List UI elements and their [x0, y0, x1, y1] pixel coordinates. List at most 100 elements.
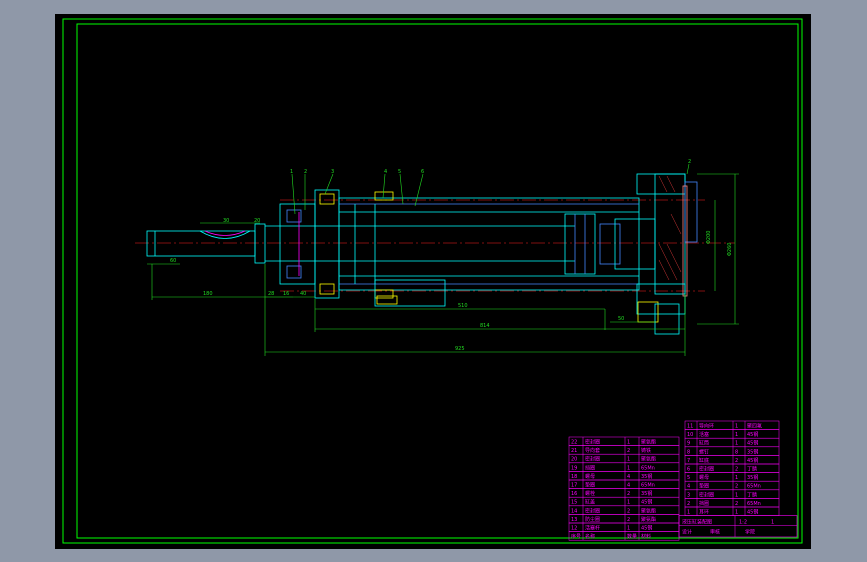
- table-cell: 19: [571, 465, 577, 471]
- dim-outer: Φ260: [727, 243, 733, 256]
- cad-drawing: 1 2 3 4 5 6 2 180 60 28 16 40 510 814: [62, 18, 803, 544]
- table-cell: 材料: [641, 533, 651, 540]
- table-cell: 密封圈: [585, 507, 600, 514]
- table-cell: 45钢: [641, 499, 652, 506]
- rod-end: [146, 223, 266, 264]
- table-cell: 聚氨酯: [641, 516, 656, 523]
- table-cell: 17: [571, 483, 577, 489]
- table-cell: 2: [627, 448, 630, 454]
- table-cell: 1: [627, 457, 630, 463]
- table-cell: 密封圈: [699, 491, 714, 498]
- table-cell: 16: [571, 491, 577, 497]
- table-cell: 21: [571, 448, 577, 454]
- cylinder-cap: [614, 173, 698, 335]
- table-cell: 密封圈: [585, 456, 600, 463]
- table-cell: 活塞: [699, 431, 709, 438]
- table-cell: 1: [735, 441, 738, 447]
- title-block-title: 液压缸装配图: [682, 519, 712, 526]
- table-cell: 2: [627, 517, 630, 523]
- table-cell: 1: [735, 510, 738, 516]
- table-cell: 密封圈: [699, 466, 714, 473]
- table-cell: 65Mn: [747, 484, 761, 490]
- table-cell: 65Mn: [641, 483, 655, 489]
- table-cell: 45钢: [747, 509, 758, 516]
- table-cell: 15: [571, 500, 577, 506]
- table-cell: 1: [627, 526, 630, 532]
- title-block-designer: 设计: [682, 529, 692, 536]
- table-cell: 2: [627, 491, 630, 497]
- table-cell: 密封圈: [585, 439, 600, 446]
- dimension-lines: [147, 173, 739, 356]
- table-cell: 1: [735, 432, 738, 438]
- table-cell: 4: [627, 474, 630, 480]
- table-cell: 1: [627, 465, 630, 471]
- outer-border: [62, 18, 803, 544]
- table-cell: 导向环: [699, 423, 714, 430]
- table-cell: 45钢: [747, 431, 758, 438]
- dim-small-a: 28: [268, 291, 274, 297]
- dim-rod-end-length: 180: [203, 291, 213, 297]
- table-cell: 35钢: [641, 473, 652, 480]
- table-cell: 螺钉: [699, 448, 709, 455]
- title-block-scale: 1:2: [739, 520, 747, 526]
- table-cell: 10: [687, 432, 693, 438]
- table-cell: 2: [735, 458, 738, 464]
- table-cell: 8: [687, 449, 690, 455]
- title-block-checker: 审核: [710, 529, 720, 536]
- table-cell: 垫圈: [585, 482, 595, 489]
- table-cell: 3: [687, 492, 690, 498]
- table-cell: 4: [687, 484, 690, 490]
- table-cell: 名称: [585, 533, 595, 540]
- cylinder-barrel: [338, 191, 640, 307]
- drawing-canvas[interactable]: 1 2 3 4 5 6 2 180 60 28 16 40 510 814: [55, 14, 811, 549]
- table-cell: 铸铁: [641, 447, 651, 454]
- table-cell: 7: [687, 458, 690, 464]
- table-cell: 6: [687, 467, 690, 473]
- table-cell: 序号: [571, 533, 581, 540]
- table-cell: 9: [687, 441, 690, 447]
- balloon-labels: 1 2 3 4 5 6 2: [290, 159, 691, 175]
- table-cell: 35钢: [747, 474, 758, 481]
- table-cell: 导向套: [585, 447, 600, 454]
- table-cell: 20: [571, 457, 577, 463]
- balloon-5: 5: [398, 169, 401, 175]
- table-cell: 活塞杆: [585, 525, 600, 532]
- table-cell: 65Mn: [641, 465, 655, 471]
- table-cell: 挡圈: [699, 500, 709, 507]
- table-cell: 35钢: [747, 448, 758, 455]
- table-cell: 聚氨酯: [641, 439, 656, 446]
- table-cell: 18: [571, 474, 577, 480]
- table-cell: 2: [735, 501, 738, 507]
- title-block-sheet: 1: [771, 520, 774, 526]
- table-cell: 防尘圈: [585, 516, 600, 523]
- table-cell: 35钢: [641, 490, 652, 497]
- dim-small-b: 16: [283, 291, 289, 297]
- dim-stroke: 510: [458, 303, 468, 309]
- table-cell: 1: [735, 475, 738, 481]
- table-cell: 45钢: [641, 525, 652, 532]
- table-cell: 垫圈: [699, 483, 709, 490]
- dim-r30: 30: [223, 218, 229, 224]
- table-cell: 数量: [627, 533, 637, 540]
- dim-rod-end-width: 60: [170, 258, 176, 264]
- table-cell: 螺母: [699, 474, 709, 481]
- dim-r20: 20: [254, 218, 260, 224]
- table-cell: 14: [571, 508, 577, 514]
- table-cell: 11: [687, 424, 693, 430]
- dim-small-c: 40: [300, 291, 306, 297]
- inner-border: [76, 23, 799, 539]
- balloon-4: 4: [384, 169, 387, 175]
- table-cell: 45钢: [747, 457, 758, 464]
- piston-rod: [265, 225, 575, 262]
- table-cell: 45钢: [747, 440, 758, 447]
- table-cell: 65Mn: [747, 501, 761, 507]
- table-cell: 1: [735, 492, 738, 498]
- table-cell: 缸盖: [585, 499, 595, 506]
- balloon-3: 3: [331, 169, 334, 175]
- dim-body-length: 814: [480, 323, 490, 329]
- table-cell: 2: [735, 484, 738, 490]
- dim-bore: Φ200: [706, 231, 712, 244]
- dimension-texts: 180 60 28 16 40 510 814 925 Φ200 Φ260 30…: [170, 218, 733, 352]
- table-cell: 4: [627, 483, 630, 489]
